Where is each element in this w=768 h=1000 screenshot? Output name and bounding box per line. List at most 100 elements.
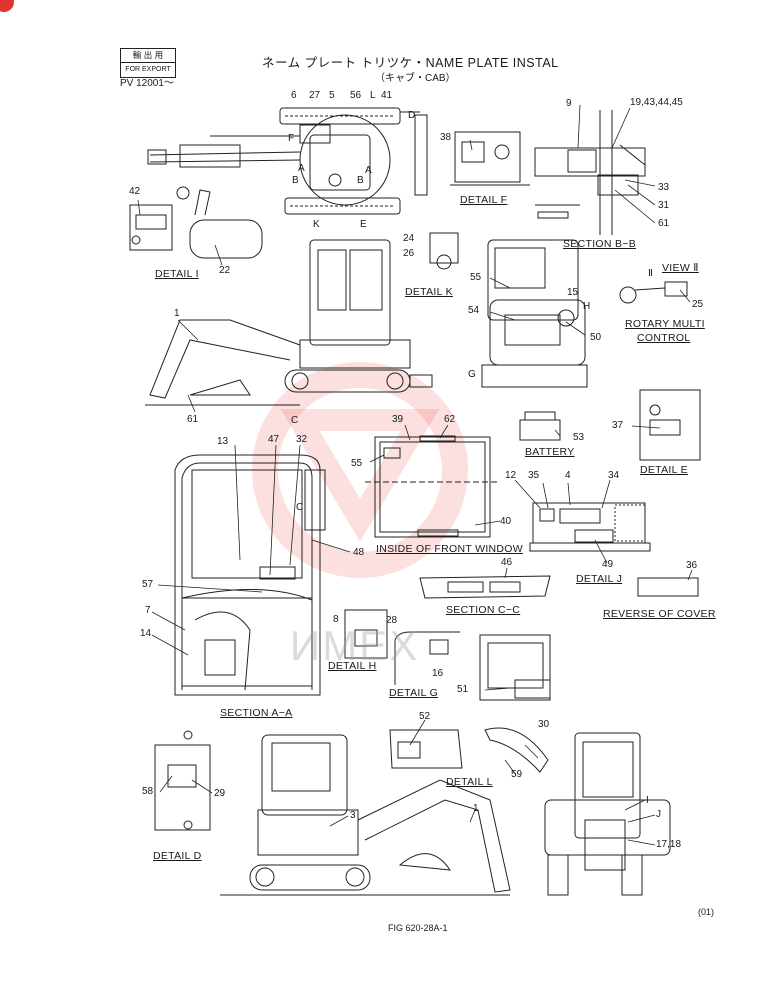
- callout: 13: [217, 436, 229, 447]
- caption-detail-l: DETAIL L: [446, 776, 493, 788]
- callout: 14: [140, 628, 152, 639]
- callout: 41: [381, 90, 393, 101]
- callout: 56: [350, 90, 362, 101]
- caption-detail-k: DETAIL K: [405, 286, 453, 298]
- caption-detail-g: DETAIL G: [389, 687, 439, 699]
- detail-j-drawing: [529, 502, 699, 597]
- callout: L: [370, 90, 376, 101]
- callout: 16: [432, 668, 444, 679]
- page-title: ネーム プレート トリツケ・NAME PLATE INSTAL: [262, 56, 559, 70]
- callout: 25: [692, 299, 704, 310]
- detail-d-drawing: [154, 730, 211, 831]
- callout: 42: [129, 186, 141, 197]
- figure-number: FIG 620-28A-1: [388, 923, 448, 933]
- export-stamp: 輸 出 用 FOR EXPORT: [120, 48, 176, 78]
- callout: 12: [505, 470, 517, 481]
- callout: 8: [333, 614, 339, 625]
- callout: B: [357, 175, 364, 186]
- revision-mark: (01): [698, 907, 715, 917]
- stamp-top: 輸 出 用: [121, 49, 175, 63]
- callout: 28: [386, 615, 398, 626]
- page-subtitle: （キャブ・CAB）: [375, 73, 456, 84]
- detail-g-drawing: [394, 631, 551, 701]
- inside-window-drawing: [365, 435, 500, 538]
- callout: F: [288, 133, 295, 144]
- stamp-bottom: FOR EXPORT: [125, 66, 171, 73]
- callout: I: [646, 795, 649, 806]
- watermark-text: ИМЕХ: [290, 622, 420, 669]
- callout: 5: [329, 90, 335, 101]
- callout: G: [468, 369, 476, 380]
- callout: 53: [573, 432, 585, 443]
- detail-f-drawing: [450, 131, 530, 186]
- callout: 39: [392, 414, 404, 425]
- bottom-excavator: [220, 734, 511, 896]
- callout: 51: [457, 684, 469, 695]
- callout: J: [656, 809, 661, 820]
- caption-detail-f: DETAIL F: [460, 194, 508, 206]
- front-view-excavator: [544, 732, 671, 896]
- section-bb-drawing: [534, 110, 646, 235]
- caption-section-aa: SECTION A−A: [220, 707, 293, 719]
- caption-section-cc: SECTION C−C: [446, 604, 521, 616]
- detail-l-drawing: [389, 727, 549, 773]
- rear-view-excavator: [481, 239, 588, 388]
- callout: C: [291, 415, 299, 426]
- callout: 54: [468, 305, 480, 316]
- battery-drawing: [519, 411, 561, 441]
- callout: 6: [291, 90, 297, 101]
- caption-reverse-cover: REVERSE OF COVER: [603, 608, 716, 620]
- callout: E: [360, 219, 367, 230]
- side-view-excavator: [145, 239, 433, 406]
- caption-section-bb: SECTION B−B: [563, 238, 637, 250]
- callout: 62: [444, 414, 456, 425]
- callout: 40: [500, 516, 512, 527]
- callout: 61: [187, 414, 199, 425]
- callout: 31: [658, 200, 670, 211]
- callout: 29: [214, 788, 226, 799]
- callout: 36: [686, 560, 698, 571]
- callout: 55: [351, 458, 363, 469]
- callout: Ⅱ: [648, 268, 653, 279]
- callout: 46: [501, 557, 513, 568]
- caption-control: CONTROL: [637, 332, 691, 344]
- callout: 1: [473, 803, 479, 814]
- callout: A: [298, 163, 305, 174]
- callout: 37: [612, 420, 624, 431]
- callout: 9: [566, 98, 572, 109]
- callout: 38: [440, 132, 452, 143]
- callout: A: [365, 165, 372, 176]
- corner-marker: [0, 0, 14, 12]
- callout: 19,43,44,45: [630, 97, 683, 108]
- callout: 47: [268, 434, 280, 445]
- callout: 24: [403, 233, 415, 244]
- cab-section-aa: [174, 454, 326, 696]
- top-view-drawing: [147, 107, 428, 215]
- caption-detail-h: DETAIL H: [328, 660, 377, 672]
- rotary-control-drawing: [619, 281, 688, 304]
- callout: 50: [590, 332, 602, 343]
- callout: D: [408, 110, 416, 121]
- callout: 35: [528, 470, 540, 481]
- leader-lines: [137, 104, 693, 846]
- callout: 7: [145, 605, 151, 616]
- callout: 55: [470, 272, 482, 283]
- detail-e-drawing: [639, 389, 701, 461]
- callout: 1: [174, 308, 180, 319]
- detail-h-drawing: [344, 609, 388, 659]
- callout: 57: [142, 579, 154, 590]
- callout: C: [296, 502, 304, 513]
- caption-detail-i: DETAIL I: [155, 268, 199, 280]
- callout: 15: [567, 287, 579, 298]
- detail-k-drawing: [429, 232, 459, 270]
- caption-view-ii: VIEW Ⅱ: [662, 262, 699, 274]
- caption-detail-e: DETAIL E: [640, 464, 688, 476]
- callout: B: [292, 175, 299, 186]
- callout: 33: [658, 182, 670, 193]
- callout: 32: [296, 434, 308, 445]
- caption-inside-front-window: INSIDE OF FRONT WINDOW: [376, 543, 523, 555]
- callout: 4: [565, 470, 571, 481]
- callout: 30: [538, 719, 550, 730]
- callout: 48: [353, 547, 365, 558]
